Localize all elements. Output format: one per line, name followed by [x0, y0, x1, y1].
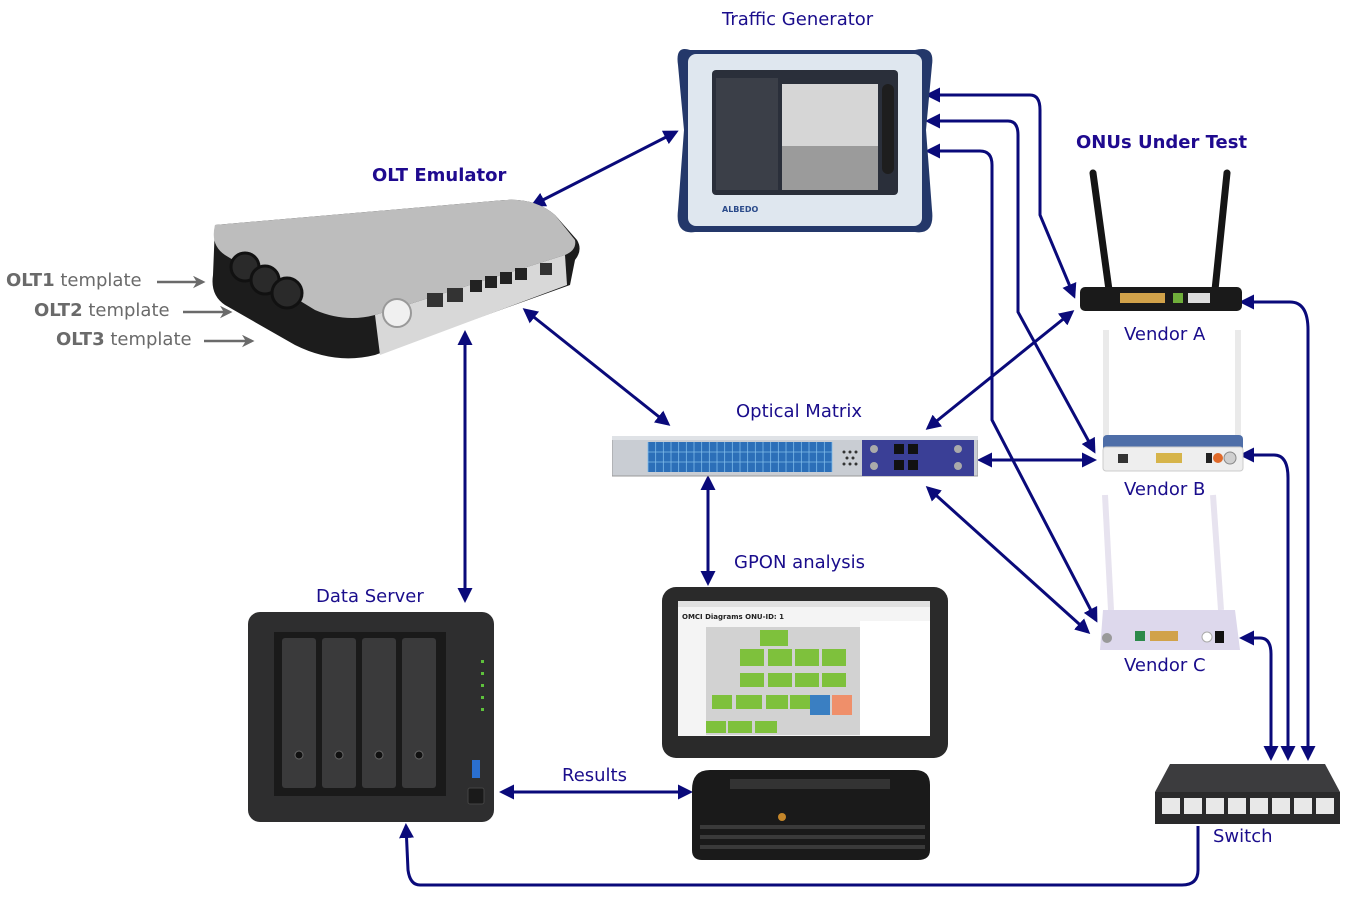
antenna-icon — [1210, 494, 1224, 611]
fan-icon — [270, 276, 304, 310]
switch-port — [1250, 798, 1268, 814]
gpon-analysis-tablet[interactable]: OMCI Diagrams ONU-ID: 1 — [660, 585, 950, 760]
antenna-icon — [1089, 169, 1113, 294]
link-traffic-vendor-b — [925, 113, 1096, 454]
data-server-nas[interactable] — [246, 610, 498, 825]
gpon-screen-title: OMCI Diagrams ONU-ID: 1 — [682, 613, 784, 621]
power-button-icon — [467, 787, 485, 805]
link-switch-vendor-a — [1239, 294, 1316, 761]
gpon-probe-device[interactable] — [690, 765, 935, 865]
albedo-logo: ALBEDO — [722, 205, 758, 214]
olt-emulator-device[interactable] — [205, 195, 585, 385]
switch-port — [1184, 798, 1202, 814]
link-traffic-vendor-c — [925, 143, 1098, 623]
optical-matrix-label: Optical Matrix — [736, 401, 862, 422]
antenna-icon — [1102, 494, 1114, 611]
link-olt-traffic — [530, 130, 679, 207]
usb-port-icon — [472, 760, 480, 778]
link-switch-vendor-b — [1239, 447, 1296, 761]
vendor-b-label: Vendor B — [1124, 479, 1206, 500]
network-switch[interactable] — [1150, 762, 1345, 827]
olt2-template-label: OLT2 template — [34, 300, 170, 321]
switch-port — [1228, 798, 1246, 814]
switch-port — [1316, 798, 1334, 814]
switch-port — [1162, 798, 1180, 814]
link-traffic-vendor-a — [925, 87, 1077, 299]
vendor-a-router[interactable] — [1075, 165, 1245, 315]
olt1-template-label: OLT1 template — [6, 270, 142, 291]
optical-matrix-device[interactable] — [612, 436, 978, 478]
link-switch-vendor-c — [1239, 630, 1279, 761]
onus-under-test-heading: ONUs Under Test — [1076, 132, 1248, 153]
data-server-label: Data Server — [316, 586, 424, 607]
vendor-a-label: Vendor A — [1124, 324, 1206, 345]
link-switch-server — [399, 823, 1200, 887]
vendor-b-router[interactable] — [1098, 325, 1248, 475]
switch-label: Switch — [1213, 826, 1273, 847]
traffic-generator-device[interactable]: ALBEDO — [670, 40, 940, 245]
vendor-c-label: Vendor C — [1124, 655, 1206, 676]
vendor-c-router[interactable] — [1095, 490, 1245, 655]
antenna-icon — [1211, 169, 1231, 294]
switch-port — [1272, 798, 1290, 814]
switch-port — [1294, 798, 1312, 814]
olt-emulator-label: OLT Emulator — [372, 165, 507, 186]
power-knob-icon — [382, 298, 412, 328]
gpon-analysis-label: GPON analysis — [734, 552, 866, 573]
traffic-generator-label: Traffic Generator — [722, 9, 874, 30]
switch-port — [1206, 798, 1224, 814]
results-label: Results — [562, 765, 627, 786]
link-olt-matrix — [522, 308, 671, 426]
olt3-template-label: OLT3 template — [56, 329, 192, 350]
